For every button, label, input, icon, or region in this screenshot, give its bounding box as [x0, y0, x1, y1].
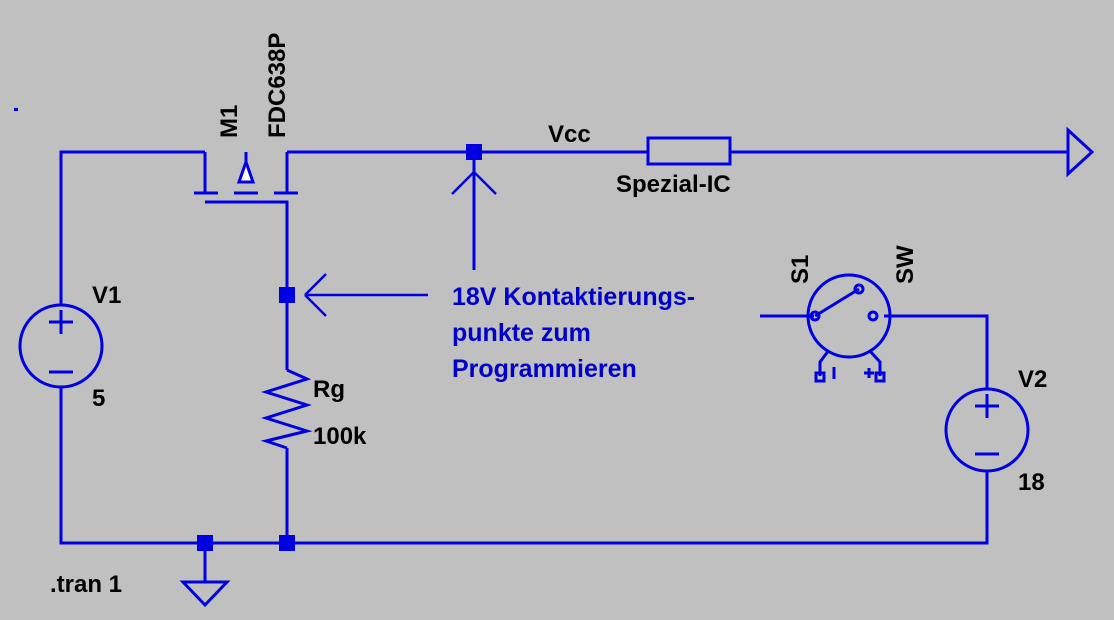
junction-ground-left — [197, 535, 213, 551]
switch-s1[interactable] — [806, 273, 892, 383]
junction-gate — [279, 287, 295, 303]
spezial-ic-label: Spezial-IC — [616, 171, 731, 198]
mosfet-model-label: FDC638P — [264, 33, 291, 138]
ground-icon — [179, 580, 231, 608]
wire-ground-rail[interactable] — [59, 388, 989, 545]
annotation-line-1: 18V Kontaktierungs- — [452, 283, 695, 311]
rg-value-label: 100k — [313, 423, 367, 450]
spice-directive[interactable]: .tran 1 — [50, 571, 122, 598]
testpoint-arrow-vcc-icon — [451, 171, 497, 195]
annotation-line-3: Programmieren — [452, 355, 637, 383]
mosfet-m1-symbol[interactable] — [194, 152, 298, 204]
junctions — [197, 144, 482, 551]
wire-v1-top[interactable] — [59, 150, 205, 305]
stray-mark — [14, 108, 18, 111]
testpoint-arrow-gate-icon — [304, 273, 428, 317]
v1-value-label: 5 — [92, 385, 105, 412]
v2-ref-label: V2 — [1018, 366, 1047, 393]
vcc-output-flag-icon[interactable] — [1066, 126, 1095, 178]
rg-ref-label: Rg — [313, 376, 345, 403]
v1-ref-label: V1 — [92, 282, 121, 309]
voltage-source-v1[interactable] — [18, 303, 104, 389]
resistor-rg[interactable] — [260, 368, 313, 450]
wire-switch-v2[interactable] — [884, 314, 989, 388]
resistor-spezial-ic[interactable] — [646, 136, 732, 166]
vcc-net-label: Vcc — [548, 121, 591, 148]
v2-value-label: 18 — [1018, 469, 1045, 496]
s1-ref-label: S1 — [787, 255, 814, 284]
junction-ground-rg — [279, 535, 295, 551]
junction-vcc — [466, 144, 482, 160]
mosfet-ref-label: M1 — [216, 105, 243, 138]
wire-gate-node[interactable] — [205, 200, 289, 370]
s1-model-label: SW — [892, 245, 919, 284]
voltage-source-v2[interactable] — [944, 387, 1030, 473]
annotation-line-2: punkte zum — [452, 319, 591, 347]
